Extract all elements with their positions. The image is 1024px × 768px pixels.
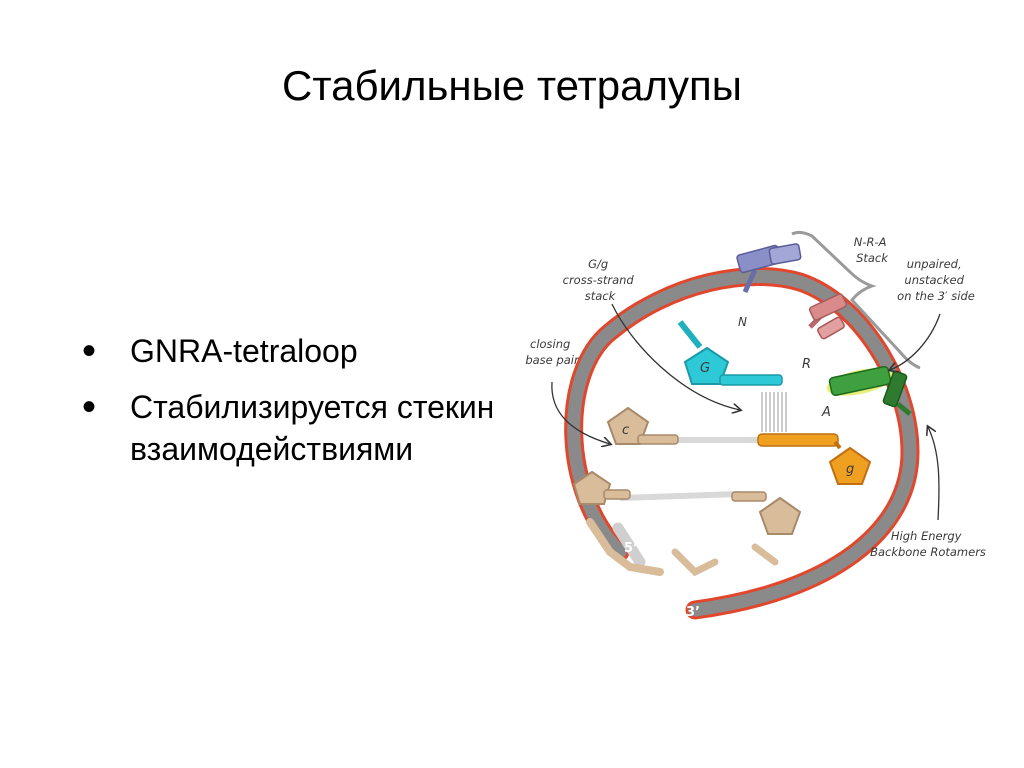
rna-backbone <box>564 266 920 620</box>
nra-stack-line: Stack <box>856 251 889 265</box>
tetraloop-structure-diagram: G/g cross-strand stack N-R-A Stack unpai… <box>525 230 986 620</box>
gg-stack-line: stack <box>585 289 617 303</box>
bullet-item-gnra: • GNRA-tetraloop <box>82 330 492 372</box>
label-3-end: 3’ <box>686 605 700 620</box>
slide-title: Стабильные тетралупы <box>282 62 742 110</box>
unpaired-label: unpaired, unstacked on the 3′ side <box>897 257 975 303</box>
label-r: R <box>802 357 811 372</box>
closing-pair-line: base pair <box>525 353 580 367</box>
gg-stack-label-multi: G/g cross-strand stack <box>563 257 638 303</box>
unpaired-line: unpaired, <box>907 257 962 271</box>
bullet-item-stacking: • Стабилизируется стекинг- взаимодействи… <box>82 386 492 470</box>
closing-pair-line: closing <box>530 337 570 351</box>
annotation-arrows <box>551 303 941 521</box>
lower-base-pair <box>572 470 802 577</box>
g-nucleotide <box>677 320 787 432</box>
label-n: N <box>738 315 747 329</box>
high-energy-line: High Energy <box>891 529 962 543</box>
closing-pair-label: closing base pair <box>525 337 580 367</box>
bullet-dot-icon: • <box>82 330 97 373</box>
label-a: A <box>821 405 831 420</box>
unpaired-line: unstacked <box>904 273 964 287</box>
label-c: c <box>622 423 629 438</box>
n-nucleotide <box>736 243 802 294</box>
r-nucleotide <box>808 293 848 340</box>
label-g-small: g <box>846 462 854 477</box>
a-nucleotide <box>826 365 912 416</box>
bullet-text: Стабилизируется стекинг- взаимодействиям… <box>130 389 492 467</box>
high-energy-line: Backbone Rotamers <box>870 545 986 559</box>
nra-stack-label: N-R-A Stack <box>854 235 890 265</box>
nra-stack-line: N-R-A <box>854 235 887 249</box>
label-g: G <box>700 361 710 376</box>
high-energy-label: High Energy Backbone Rotamers <box>870 529 986 559</box>
bullet-dot-icon: • <box>82 385 97 429</box>
bullet-list: • GNRA-tetraloop • Стабилизируется стеки… <box>82 330 492 484</box>
unpaired-line: on the 3′ side <box>897 289 975 303</box>
tetraloop-figure: G/g cross-strand stack N-R-A Stack unpai… <box>500 222 1000 632</box>
closing-base-pair <box>606 406 872 485</box>
gg-stack-line: cross-strand <box>563 273 635 287</box>
label-5-end: 5’ <box>624 541 638 556</box>
stacking-lines <box>761 392 787 432</box>
bullet-text: GNRA-tetraloop <box>130 333 358 369</box>
nra-bracket <box>791 230 921 370</box>
gg-stack-line: G/g <box>588 257 608 271</box>
